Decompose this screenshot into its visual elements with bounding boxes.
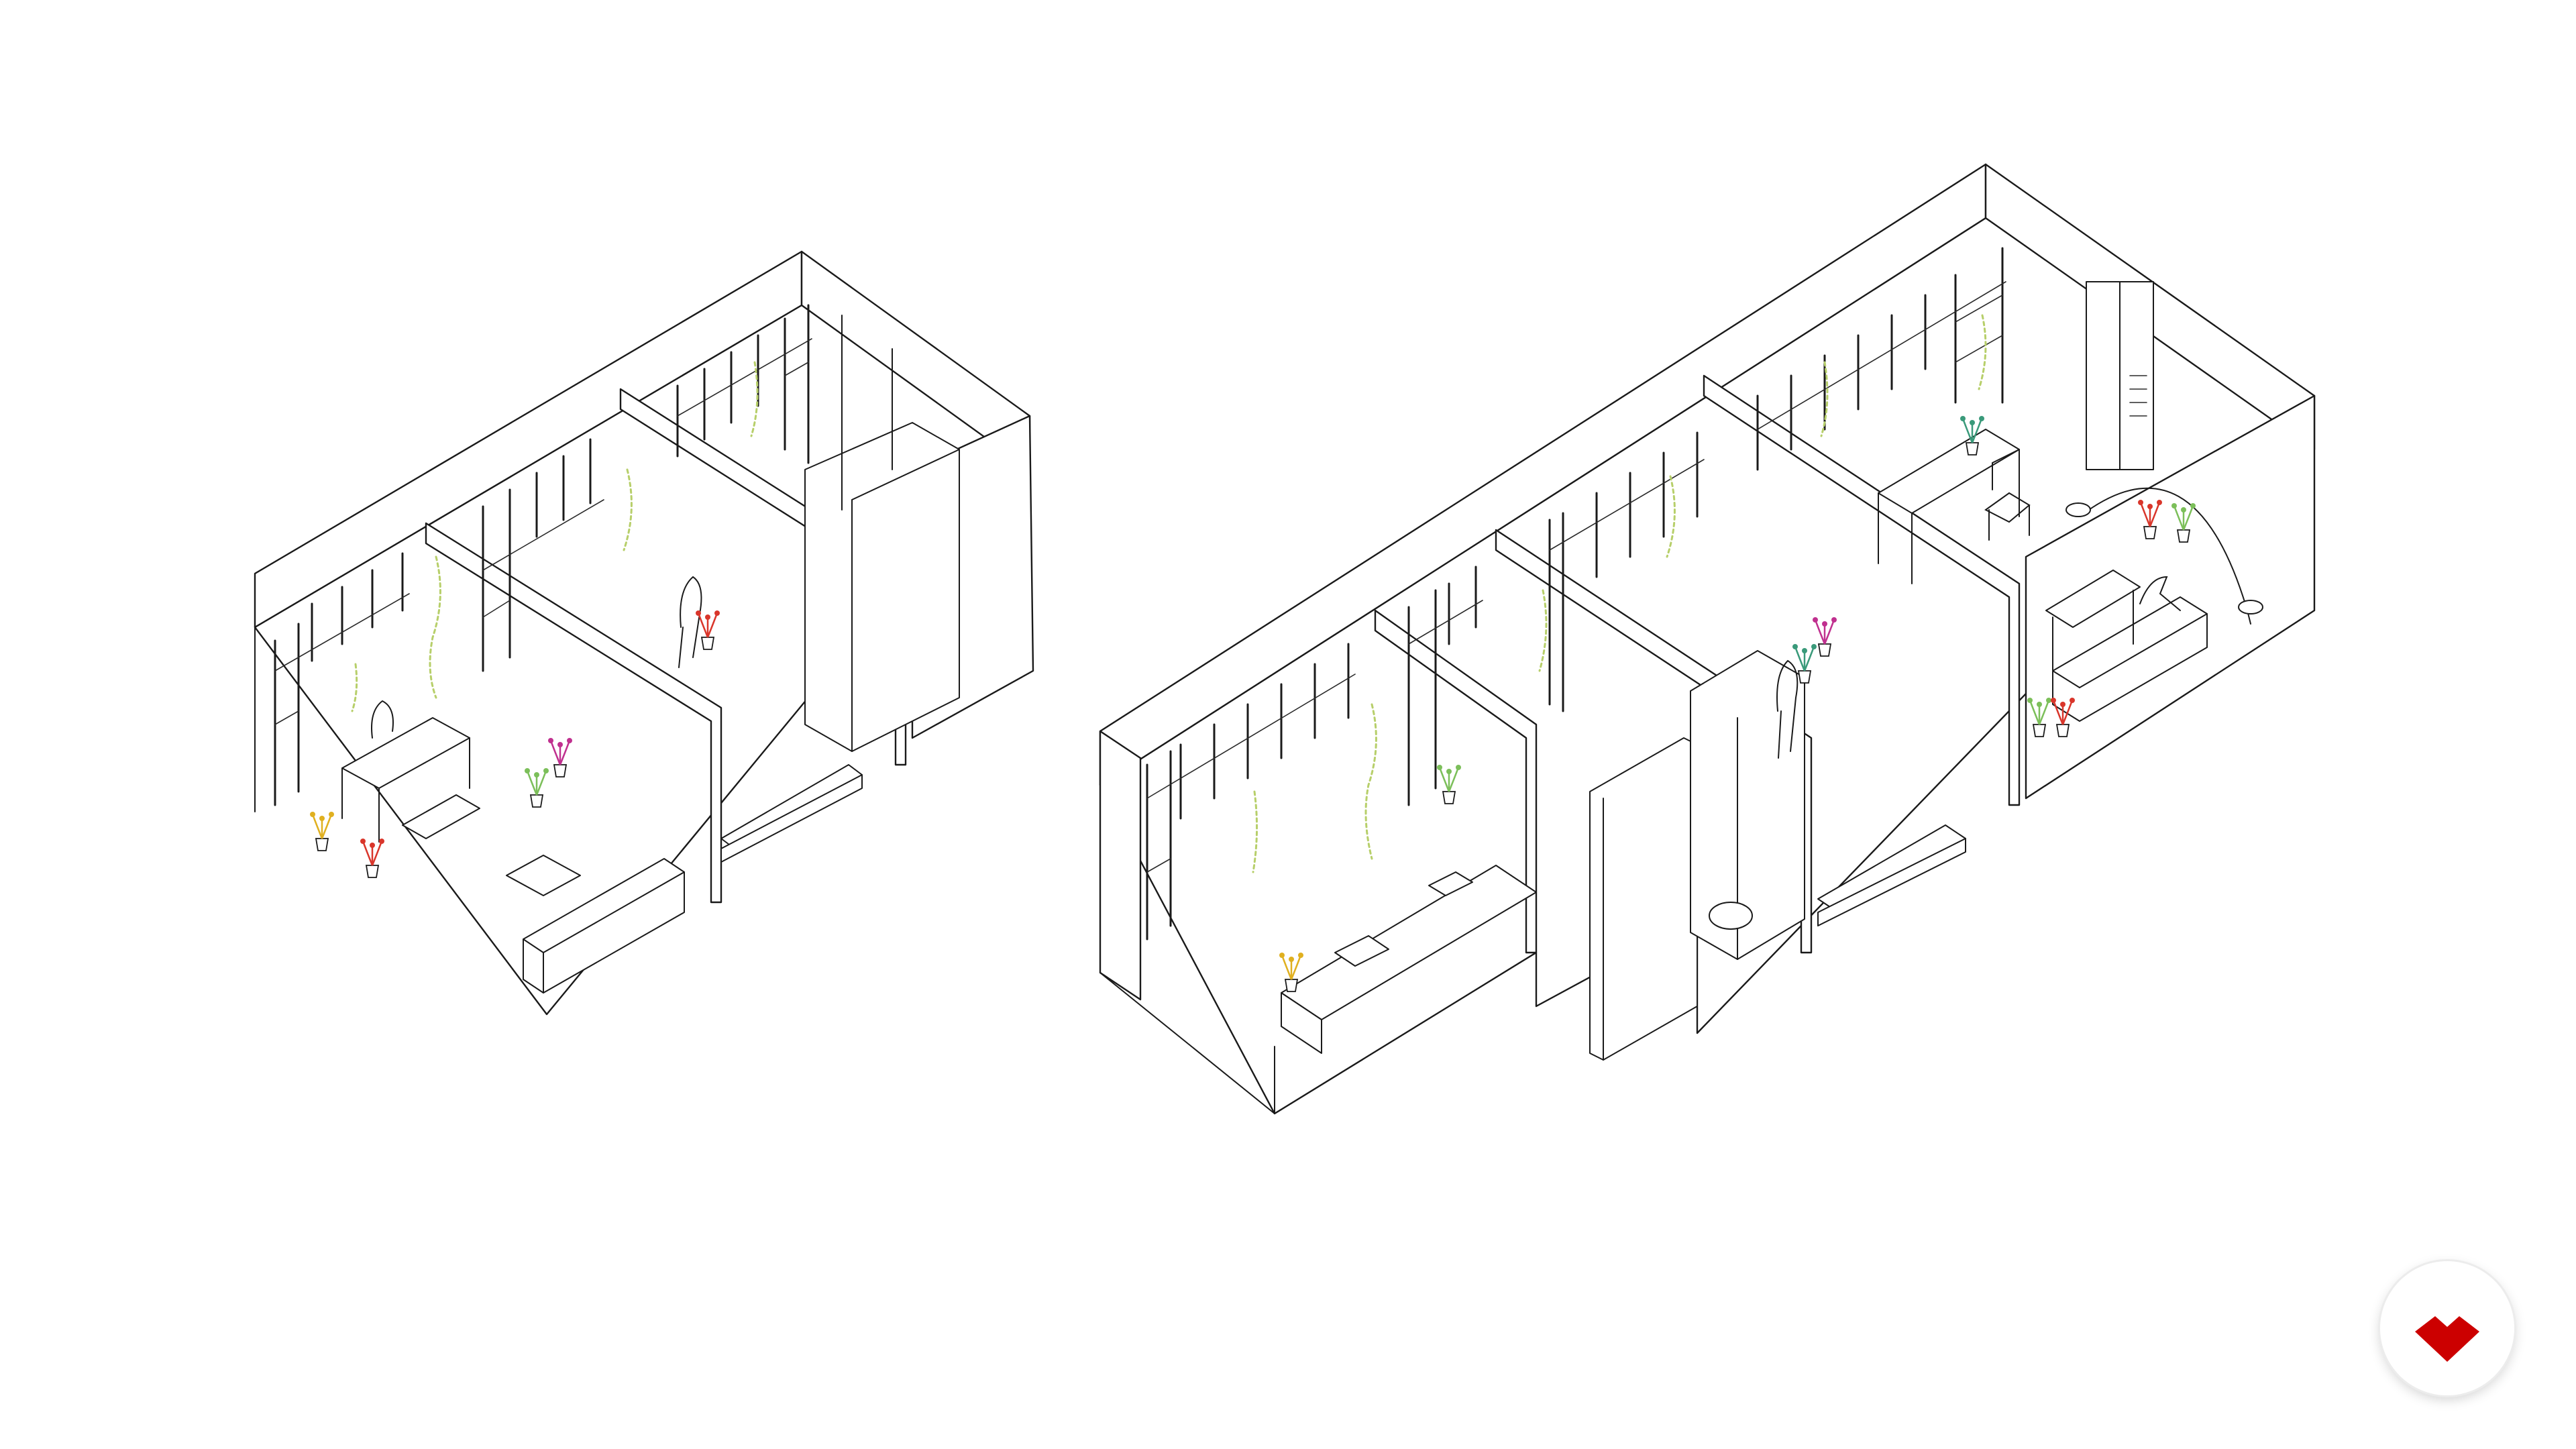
arc-floor-lamp xyxy=(2079,487,2251,625)
plant-leaf xyxy=(1970,420,1975,425)
plant-leaf xyxy=(2181,507,2186,513)
plant-leaf xyxy=(2157,500,2162,505)
right-partition-3 xyxy=(1703,374,2021,806)
plant-pot xyxy=(553,764,568,777)
plant-leaf xyxy=(2027,698,2033,703)
potted-plant xyxy=(360,839,384,878)
plant-leaf xyxy=(379,839,384,844)
left-bath-block xyxy=(804,422,960,752)
potted-plant xyxy=(2138,500,2162,539)
plant-pot xyxy=(365,865,380,878)
plant-pot xyxy=(2032,724,2047,737)
right-bathroom-block xyxy=(1589,737,1698,1061)
potted-plant xyxy=(696,610,720,650)
plant-leaf xyxy=(1960,416,1966,421)
plant-pot xyxy=(2176,529,2191,543)
plant-leaf xyxy=(1446,769,1452,774)
plant-leaf xyxy=(370,843,375,848)
apartment-left xyxy=(254,250,1034,1016)
plant-pot xyxy=(529,794,544,808)
plant-leaf xyxy=(714,610,720,616)
plants xyxy=(310,416,2196,992)
plant-leaf xyxy=(1811,644,1817,649)
plant-leaf xyxy=(1298,953,1303,958)
brand-logo-badge[interactable] xyxy=(2380,1261,2514,1395)
potted-plant xyxy=(548,738,572,777)
plant-leaf xyxy=(1802,648,1807,653)
right-shelving xyxy=(1146,247,2006,941)
plant-leaf xyxy=(2051,698,2056,703)
plant-leaf xyxy=(705,614,710,620)
plant-leaf xyxy=(2171,503,2177,508)
plant-leaf xyxy=(534,772,539,777)
plant-pot xyxy=(1797,670,1812,684)
plant-pot xyxy=(1965,442,1980,455)
right-partition-2 xyxy=(1495,529,1813,954)
plant-leaf xyxy=(319,816,325,821)
potted-plant xyxy=(2051,698,2075,737)
plant-leaf xyxy=(310,812,315,817)
plant-leaf xyxy=(1822,621,1827,627)
plant-leaf xyxy=(1831,617,1837,623)
potted-plant xyxy=(2171,503,2196,543)
plant-leaf xyxy=(1813,617,1818,623)
plant-leaf xyxy=(2060,702,2065,707)
plant-leaf xyxy=(2037,702,2042,707)
right-front-left-wall xyxy=(1099,730,1142,1001)
potted-plant xyxy=(1960,416,1984,455)
plant-leaf xyxy=(2190,503,2196,508)
plant-leaf xyxy=(329,812,334,817)
plant-pot xyxy=(1817,643,1832,657)
plant-pot xyxy=(2055,724,2070,737)
plant-leaf xyxy=(567,738,572,743)
potted-plant xyxy=(525,768,549,808)
plant-pot xyxy=(2143,526,2157,539)
plant-pot xyxy=(1284,979,1299,992)
plant-leaf xyxy=(2046,698,2051,703)
left-coffee-table xyxy=(506,855,581,896)
plant-leaf xyxy=(543,768,549,773)
plant-leaf xyxy=(1979,416,1984,421)
plant-leaf xyxy=(525,768,530,773)
plant-leaf xyxy=(2138,500,2143,505)
plant-leaf xyxy=(1279,953,1285,958)
left-sofa xyxy=(523,858,685,994)
plant-leaf xyxy=(1289,957,1294,962)
potted-plant xyxy=(1813,617,1837,657)
plant-pot xyxy=(315,838,329,851)
plant-leaf xyxy=(1792,644,1798,649)
apartment-right xyxy=(1099,163,2316,1115)
plant-leaf xyxy=(548,738,553,743)
potted-plant xyxy=(1437,765,1461,804)
potted-plant xyxy=(1279,953,1303,992)
right-partition-1 xyxy=(1374,609,1538,954)
plant-pot xyxy=(700,637,715,650)
potted-plant xyxy=(1792,644,1817,684)
plant-leaf xyxy=(1437,765,1442,770)
plant-leaf xyxy=(1456,765,1461,770)
plant-leaf xyxy=(2070,698,2075,703)
red-chevron-logo-icon xyxy=(2415,1316,2479,1362)
plant-leaf xyxy=(2147,504,2153,509)
left-shelving xyxy=(274,304,812,806)
plant-pot xyxy=(1442,791,1456,804)
potted-plant xyxy=(310,812,334,851)
plant-leaf xyxy=(360,839,366,844)
potted-plant xyxy=(2027,698,2051,737)
plant-leaf xyxy=(557,742,563,747)
plant-leaf xyxy=(696,610,701,616)
left-partition-1 xyxy=(425,522,722,904)
